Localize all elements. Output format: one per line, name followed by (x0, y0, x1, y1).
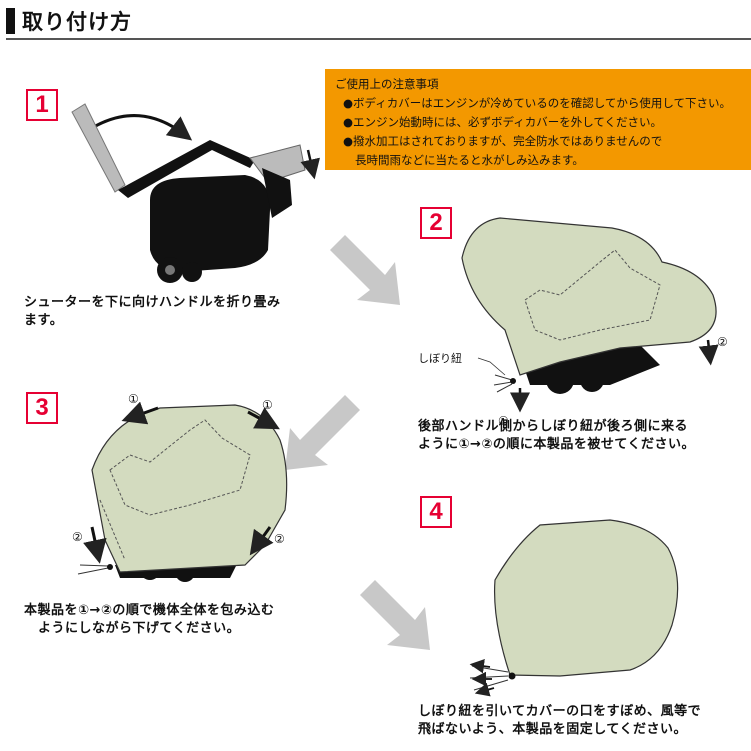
flow-arrow-3-icon (360, 580, 430, 650)
notice-title: ご使用上の注意事項 (335, 77, 439, 91)
auger-housing (262, 168, 292, 218)
step4-illustration (469, 519, 679, 697)
step-3-mark-1-left: ① (128, 392, 139, 406)
step-1-caption: シューターを下に向けハンドルを折り畳み ます。 (24, 295, 281, 328)
step-2-mark-1: ① (498, 414, 509, 428)
step-3-caption: 本製品を①→②の順で機体全体を包み込む ようにしながら下げてください。 (24, 603, 275, 636)
arrow-1-right-icon (247, 407, 280, 430)
header-rule (6, 38, 751, 40)
body-cover (461, 217, 717, 376)
notice-line-1: ●ボディカバーはエンジンが冷めているのを確認してから使用して下さい。 (343, 96, 732, 110)
step-2-number: 2 (420, 207, 452, 239)
step3-illustration (77, 401, 288, 582)
flow-arrows (285, 235, 430, 650)
notice-line-2: ●エンジン始動時には、必ずボディカバーを外してください。 (343, 115, 663, 129)
step2-illustration (461, 217, 719, 413)
arrow-2-icon (698, 339, 719, 366)
step-3-number: 3 (26, 392, 58, 424)
arrow-2-left-icon (83, 526, 107, 564)
page-title: 取り付け方 (22, 10, 132, 34)
down-arrow-icon (300, 149, 320, 180)
machine-body (150, 175, 271, 272)
cord-leader-line (477, 357, 506, 376)
step-4-number: 4 (420, 496, 452, 528)
step-4-caption: しぼり紐を引いてカバーの口をすぼめ、風等で 飛ばないよう、本製品を固定してくださ… (418, 704, 702, 737)
step-2-caption: 後部ハンドル側からしぼり紐が後ろ側に来る ように①→②の順に本製品を被せてくださ… (418, 419, 696, 452)
cord-label: しぼり紐 (418, 352, 462, 365)
pull-arrow-icon (474, 682, 495, 697)
step-3-mark-2-left: ② (72, 530, 83, 544)
section-header: 取り付け方 (0, 0, 751, 40)
arrow-2-right-icon (249, 526, 274, 556)
step1-illustration (71, 103, 320, 283)
ghost-handle (71, 103, 126, 193)
flow-arrow-2-icon (285, 395, 360, 470)
step-3-mark-1-right: ① (262, 398, 273, 412)
step-1-number: 1 (26, 89, 58, 121)
notice-line-3: ●撥水加工はされておりますが、完全防水ではありませんので (343, 134, 663, 148)
step-3-mark-2-right: ② (274, 532, 285, 546)
fold-arrow-icon (91, 114, 193, 141)
flow-arrow-1-icon (330, 235, 400, 305)
wheel (182, 262, 202, 282)
caution-notice: ご使用上の注意事項 ●ボディカバーはエンジンが冷めているのを確認してから使用して… (325, 69, 751, 170)
header-bar (6, 8, 15, 34)
pull-arrow-icon (469, 659, 491, 674)
handle (118, 140, 255, 198)
arrow-1-left-icon (121, 401, 159, 425)
step-2-mark-2: ② (717, 335, 728, 349)
notice-line-4: 長時間雨などに当たると水がしみ込みます。 (355, 153, 584, 167)
body-cover (494, 519, 679, 677)
